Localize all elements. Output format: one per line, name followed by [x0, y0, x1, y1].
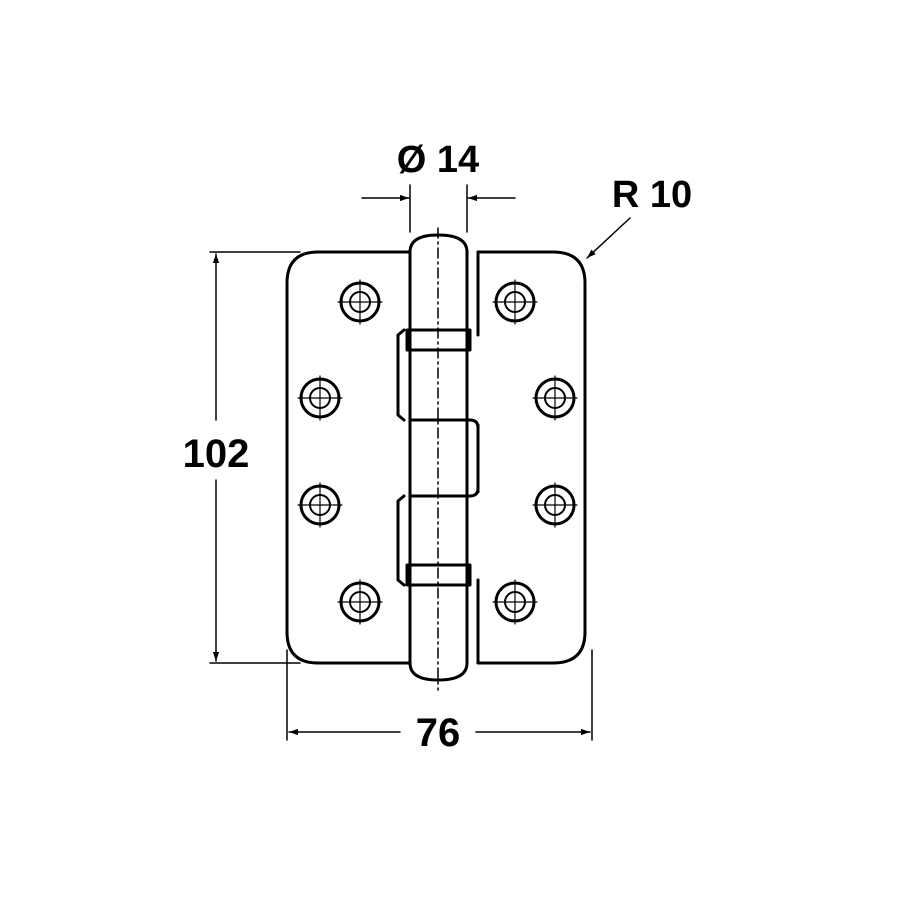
- knuckle-upper-left-loop: [396, 328, 406, 422]
- right-leaf-outline: [476, 250, 587, 665]
- knuckle-lower-left-loop: [396, 494, 406, 587]
- knuckle-band-bottom: [405, 563, 472, 587]
- radius-leader-arrow: [586, 217, 631, 259]
- dimension-height: 102: [183, 251, 301, 664]
- hinge-barrel: [408, 227, 469, 691]
- dimension-corner-radius: R 10: [586, 174, 692, 259]
- left-leaf-outline: [285, 250, 412, 665]
- screw-hole-right-1: [492, 279, 538, 325]
- screw-hole-right-2: [532, 375, 578, 421]
- height-label: 102: [183, 432, 250, 476]
- knuckle-middle-bottom: [408, 486, 480, 498]
- screw-hole-left-1: [337, 279, 383, 325]
- knuckle-middle-top: [408, 418, 480, 430]
- hinge-knuckles: [396, 328, 480, 587]
- pin-diameter-label: Ø 14: [397, 139, 479, 181]
- hinge-body: [285, 227, 587, 691]
- width-label: 76: [416, 711, 461, 755]
- barrel-bottom-cap: [408, 661, 469, 682]
- dimension-width: 76: [286, 649, 593, 755]
- dimension-pin-diameter: Ø 14: [361, 139, 516, 233]
- screw-hole-left-2: [297, 375, 343, 421]
- screw-hole-right-4: [492, 579, 538, 625]
- knuckle-band-top: [405, 328, 472, 352]
- screw-hole-right-3: [532, 482, 578, 528]
- screw-hole-left-4: [337, 579, 383, 625]
- screw-hole-left-3: [297, 482, 343, 528]
- screw-holes: [297, 279, 578, 625]
- corner-radius-label: R 10: [612, 174, 692, 216]
